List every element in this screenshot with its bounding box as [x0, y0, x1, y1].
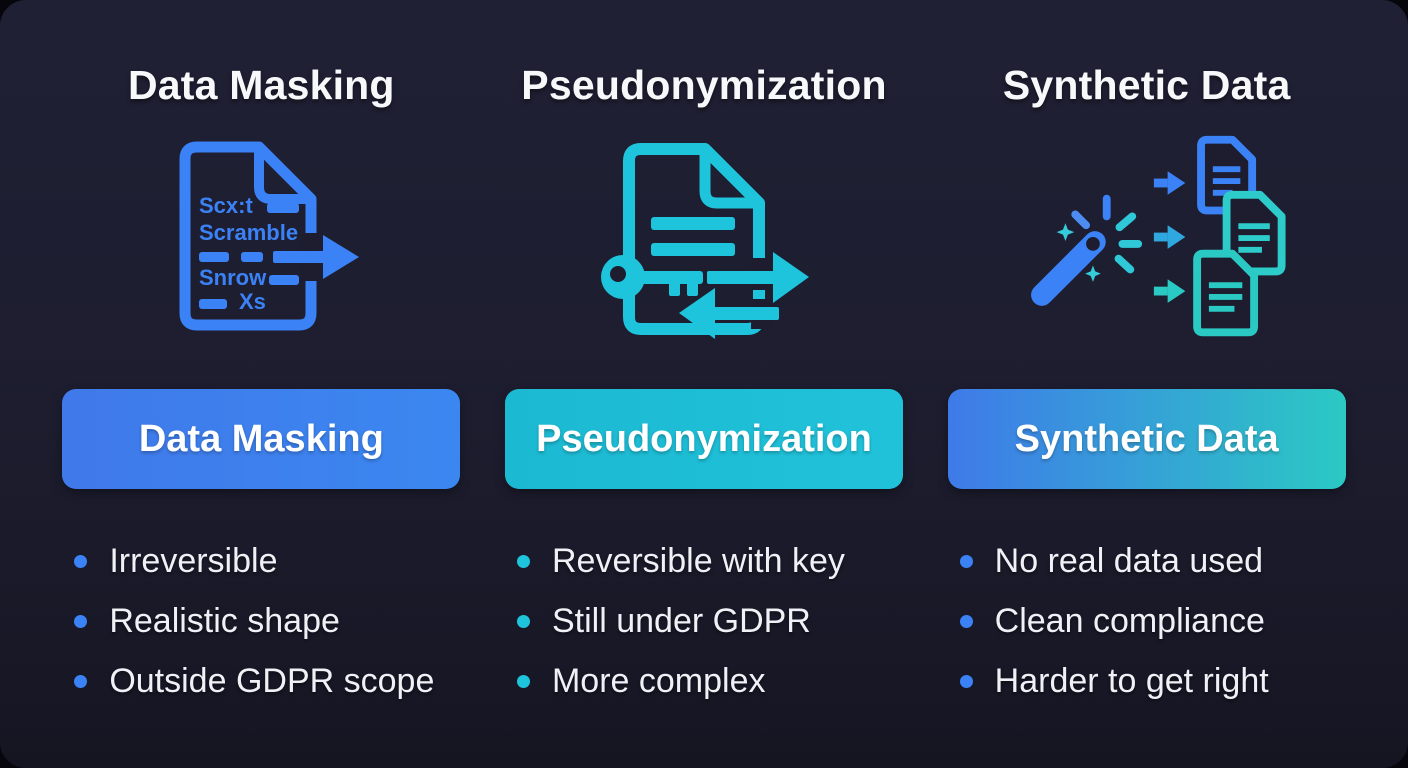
column-pseudonymization: Pseudonymization [483, 56, 926, 768]
column-title: Pseudonymization [521, 62, 887, 108]
bullet-dot-icon [516, 554, 530, 568]
list-item: Still under GDPR [516, 604, 903, 638]
column-data-masking: Data Masking Scx:t Scramble Snrow Xs [40, 56, 483, 768]
column-title: Data Masking [127, 62, 395, 108]
list-item: Harder to get right [959, 664, 1346, 698]
synthetic-data-badge: Synthetic Data [947, 389, 1346, 490]
svg-text:Xs: Xs [239, 289, 266, 314]
bullet-dot-icon [516, 614, 530, 628]
svg-text:Scramble: Scramble [199, 220, 298, 245]
bullet-dot-icon [74, 614, 88, 628]
list-item: More complex [516, 664, 903, 698]
column-synthetic-data: Synthetic Data [925, 56, 1368, 768]
bullet-dot-icon [516, 674, 530, 688]
list-item: Irreversible [74, 544, 460, 578]
svg-text:Scx:t: Scx:t [199, 193, 253, 218]
list-item: Realistic shape [74, 604, 460, 638]
svg-text:Snrow: Snrow [199, 265, 267, 290]
document-key-arrows-icon [593, 123, 815, 355]
pseudonymization-bullet-list: Reversible with key Still under GDPR Mor… [505, 544, 903, 724]
column-title: Synthetic Data [1002, 62, 1291, 108]
bullet-dot-icon [74, 674, 88, 688]
bullet-dot-icon [959, 614, 973, 628]
list-item: Clean compliance [959, 604, 1346, 638]
data-masking-badge: Data Masking [62, 389, 461, 490]
bullet-dot-icon [74, 554, 88, 568]
magic-wand-documents-icon [1004, 123, 1290, 355]
synthetic-data-bullet-list: No real data used Clean compliance Harde… [948, 544, 1346, 724]
masked-document-arrow-icon: Scx:t Scramble Snrow Xs [155, 123, 367, 355]
list-item: No real data used [959, 544, 1346, 578]
bullet-dot-icon [959, 674, 973, 688]
list-item: Reversible with key [516, 544, 903, 578]
pseudonymization-badge: Pseudonymization [504, 389, 903, 490]
list-item: Outside GDPR scope [74, 664, 460, 698]
data-masking-bullet-list: Irreversible Realistic shape Outside GDP… [62, 544, 460, 724]
bullet-dot-icon [959, 554, 973, 568]
